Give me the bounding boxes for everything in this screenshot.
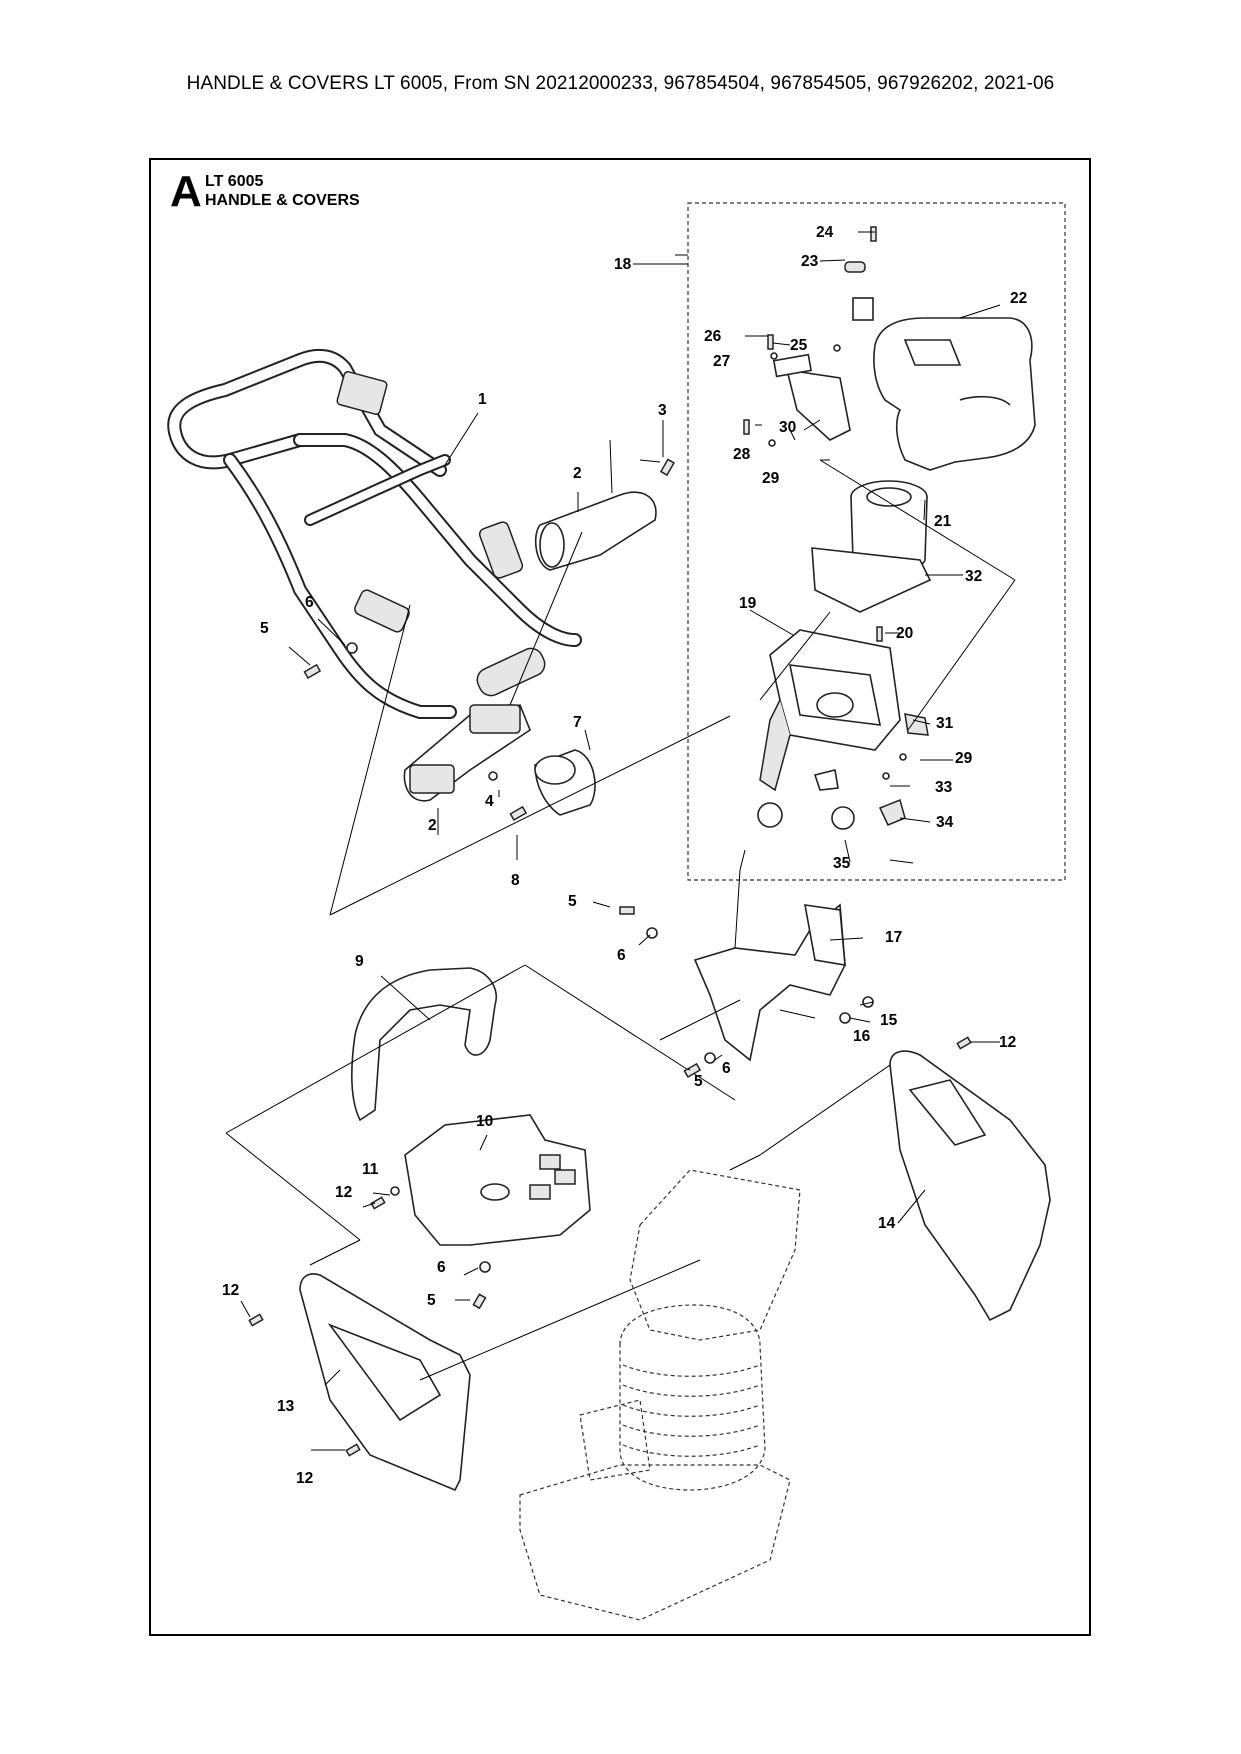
- callout-6-left: 6: [305, 594, 314, 611]
- callout-28: 28: [733, 446, 751, 463]
- callout-5-left: 5: [260, 620, 269, 637]
- kit-outline-box: [687, 202, 1066, 881]
- air-box-part: [757, 629, 901, 830]
- callout-6-bracket: 6: [617, 947, 626, 964]
- callout-16: 16: [853, 1028, 871, 1045]
- page-title: HANDLE & COVERS LT 6005, From SN 2021200…: [186, 73, 1055, 94]
- handle-clamp-lower-part: [403, 704, 531, 802]
- callout-11: 11: [362, 1161, 379, 1178]
- callout-5-bracket: 5: [568, 893, 577, 910]
- rubber-boot-part: [850, 480, 928, 573]
- rammer-body-outline: [519, 1169, 801, 1621]
- callout-12-bottom: 12: [296, 1470, 313, 1487]
- side-cover-14-part: [889, 1050, 1051, 1322]
- callout-8: 8: [511, 872, 520, 889]
- callout-4: 4: [485, 793, 494, 810]
- fasteners: [248, 226, 972, 1457]
- gasket-part: [811, 547, 932, 613]
- callout-26: 26: [704, 328, 722, 345]
- callout-20: 20: [896, 625, 913, 642]
- callout-24: 24: [816, 224, 834, 241]
- callout-6-bracket-low: 6: [722, 1060, 731, 1077]
- callout-5-bracket-low: 5: [694, 1073, 703, 1090]
- callout-10: 10: [476, 1113, 493, 1130]
- kit-small-parts: [772, 261, 929, 826]
- callout-7: 7: [573, 714, 582, 731]
- callout-29-lower: 29: [955, 750, 973, 767]
- callout-labels: 1 2 3 2 4 5 6 7 8 9 10 11 12 6 5 12 13 1…: [222, 224, 1027, 1487]
- callout-29-upper: 29: [762, 470, 780, 487]
- callout-12-left: 12: [222, 1282, 239, 1299]
- top-cover-part: [873, 317, 1036, 471]
- callout-17: 17: [885, 929, 902, 946]
- callout-5-plate: 5: [427, 1292, 436, 1309]
- callout-leaders: [240, 231, 1001, 1451]
- callout-33: 33: [935, 779, 953, 796]
- diagram-frame: [149, 158, 1091, 1636]
- handle-frame-part: [167, 348, 582, 719]
- callout-2-lower: 2: [428, 817, 437, 834]
- callout-32: 32: [965, 568, 982, 585]
- side-cover-13-part: [299, 1273, 471, 1492]
- callout-6-plate: 6: [437, 1259, 446, 1276]
- section-letter: A: [170, 167, 202, 216]
- callout-25: 25: [790, 337, 808, 354]
- callout-13: 13: [277, 1398, 295, 1415]
- callout-35: 35: [833, 855, 851, 872]
- callout-27: 27: [713, 353, 730, 370]
- callout-22: 22: [1010, 290, 1027, 307]
- handle-grip-upper-part: [534, 491, 657, 571]
- callout-34: 34: [936, 814, 954, 831]
- callout-21: 21: [934, 513, 952, 530]
- callout-1: 1: [478, 391, 487, 408]
- callout-19: 19: [739, 595, 757, 612]
- callout-2-upper: 2: [573, 465, 582, 482]
- callout-18: 18: [614, 256, 632, 273]
- cover-plate-10-part: [404, 1114, 591, 1246]
- callout-12-plate: 12: [335, 1184, 352, 1201]
- callout-9: 9: [355, 953, 364, 970]
- section-model: LT 6005: [205, 173, 264, 190]
- callout-15: 15: [880, 1012, 898, 1029]
- bracket-part: [693, 903, 846, 1062]
- damper-block-part: [534, 749, 596, 816]
- callout-12-right: 12: [999, 1034, 1016, 1051]
- section-name: HANDLE & COVERS: [205, 192, 360, 209]
- callout-3: 3: [658, 402, 667, 419]
- callout-14: 14: [878, 1215, 896, 1232]
- callout-23: 23: [801, 253, 819, 270]
- callout-30: 30: [779, 419, 796, 436]
- handle-cover-9-part: [350, 967, 497, 1122]
- callout-31: 31: [936, 715, 954, 732]
